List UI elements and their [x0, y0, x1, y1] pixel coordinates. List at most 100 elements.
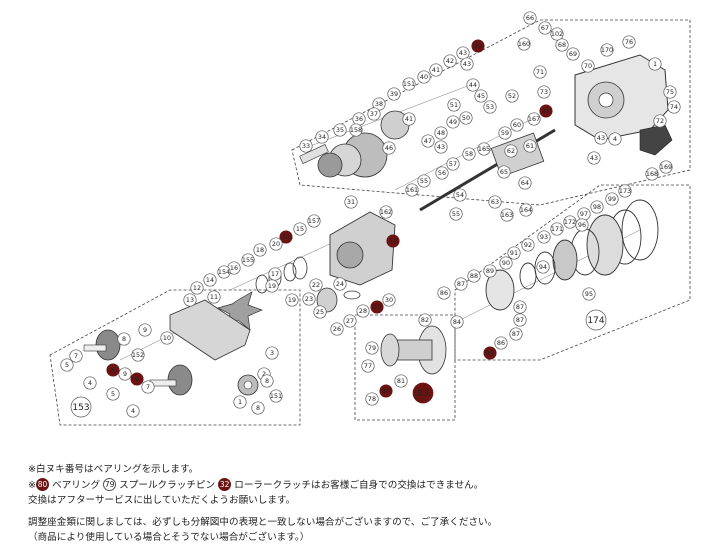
part-callout-p15: 15 [293, 222, 307, 236]
part-number-label: 1 [238, 398, 242, 406]
part-callout-circle [333, 277, 347, 291]
part-callout-circle [394, 374, 408, 388]
part-number-label: 12 [193, 284, 201, 292]
part-callout-circle [555, 38, 569, 52]
part-number-label: 14 [206, 276, 214, 284]
part-callout-circle [402, 77, 416, 91]
part-number-label: 61 [526, 142, 534, 150]
part-number-label: 56 [438, 169, 446, 177]
part-callout-p29b: 29 [370, 300, 384, 314]
part-callout-circle [667, 100, 681, 114]
part-number-label: 18 [256, 246, 264, 254]
part-callout-circle [361, 359, 375, 373]
part-number-label: 173 [619, 187, 631, 195]
part-callout-circle [217, 265, 231, 279]
part-number-label: 162 [380, 208, 392, 216]
part-callout-circle [190, 281, 204, 295]
part-number-label: 94 [539, 263, 547, 271]
part-callout-circle [510, 118, 524, 132]
note-not-replaceable: ※80 ベアリング 79 スプールクラッチピン 32 ローラークラッチはお客様ご… [28, 478, 708, 494]
part-callout-p58: 58 [462, 147, 476, 161]
part-callout-p160: 160 [517, 37, 531, 51]
note-clutch-pin-text: スプールクラッチピン [116, 479, 219, 491]
part-callout-circle [483, 264, 497, 278]
clutch-lever [639, 124, 673, 156]
part-number-label: 54 [456, 191, 464, 199]
part-number-label: 80 [382, 387, 390, 395]
part-number-label: 16 [230, 264, 238, 272]
part-callout-circle [594, 131, 608, 145]
part-callout-p89: 89 [483, 264, 497, 278]
part-callout-p93: 93 [537, 230, 551, 244]
part-number-label: 55 [420, 177, 428, 185]
part-number-label: 98 [593, 203, 601, 211]
part-number-label: 40 [420, 73, 428, 81]
part-callout-circle [443, 54, 457, 68]
part-number-label: 165 [478, 145, 490, 153]
part-number-label: 155 [242, 256, 254, 264]
part-callout-circle [600, 43, 614, 57]
part-callout-circle [483, 100, 497, 114]
part-callout-circle [446, 157, 460, 171]
part-callout-p36: 36 [352, 112, 366, 126]
part-callout-circle [183, 293, 197, 307]
part-number-label: 4 [131, 407, 135, 415]
part-callout-p19b: 19 [285, 293, 299, 307]
part-callout-circle [106, 387, 120, 401]
part-number-label: 87 [512, 330, 520, 338]
part-callout-circle [253, 243, 267, 257]
note-product-variance: （商品により使用している場合とそうでない場合がございます。） [28, 532, 310, 543]
part-number-label: 83 [417, 389, 428, 399]
part-number-label: 169 [660, 163, 672, 171]
part-callout-p151b: 151 [269, 389, 283, 403]
part-callout-p78: 78 [365, 392, 379, 406]
part-callout-p81: 81 [394, 374, 408, 388]
part-callout-p75: 75 [663, 85, 677, 99]
part-number-label: 13 [186, 296, 194, 304]
part-number-label: 154 [218, 268, 230, 276]
part-number-label: 21 [542, 107, 550, 115]
part-callout-circle [349, 123, 363, 137]
gear-plate-2 [317, 152, 343, 178]
part-callout-p49: 49 [446, 115, 460, 129]
part-callout-circle [494, 336, 508, 350]
part-callout-p172: 172 [563, 215, 577, 229]
part-callout-p38: 38 [372, 97, 386, 111]
part-callout-circle [417, 70, 431, 84]
part-callout-circle [605, 192, 619, 206]
part-number-label: 43 [597, 134, 605, 142]
part-number-label: 89 [486, 267, 494, 275]
note-roller-clutch-text: ローラークラッチはお客様ご自身での交換はできません。 [231, 479, 484, 491]
part-number-label: 64 [521, 179, 529, 187]
part-callout-circle [299, 139, 313, 153]
part-callout-p80: 80 [379, 384, 393, 398]
part-callout-p95: 95 [582, 287, 596, 301]
part-number-label: 33 [302, 142, 310, 150]
part-callout-circle [450, 315, 464, 329]
part-callout-p84: 84 [450, 315, 464, 329]
part-number-label: 75 [666, 88, 674, 96]
part-callout-circle [365, 341, 379, 355]
part-callout-circle [513, 300, 527, 314]
part-callout-circle [608, 132, 622, 146]
part-callout-circle [488, 195, 502, 209]
part-callout-p5a: 5 [60, 358, 74, 372]
part-callout-circle [269, 237, 283, 251]
part-callout-circle [421, 134, 435, 148]
note-bearing-text: ベアリング [49, 479, 104, 491]
part-callout-p4a: 4 [608, 132, 622, 146]
part-callout-p77: 77 [361, 359, 375, 373]
part-callout-circle [527, 112, 541, 126]
part-number-label: 5 [65, 361, 69, 369]
part-number-label: 86 [440, 289, 448, 297]
part-callout-p42: 42 [443, 54, 457, 68]
part-callout-circle [521, 238, 535, 252]
part-number-label: 6 [135, 375, 139, 383]
part-number-label: 41 [405, 115, 413, 123]
part-number-label: 31 [347, 198, 355, 206]
part-callout-p162: 162 [379, 205, 393, 219]
part-number-label: 60 [513, 121, 521, 129]
part-callout-circle [83, 376, 97, 390]
part-callout-p70: 70 [581, 59, 595, 73]
part-callout-p25: 25 [313, 305, 327, 319]
